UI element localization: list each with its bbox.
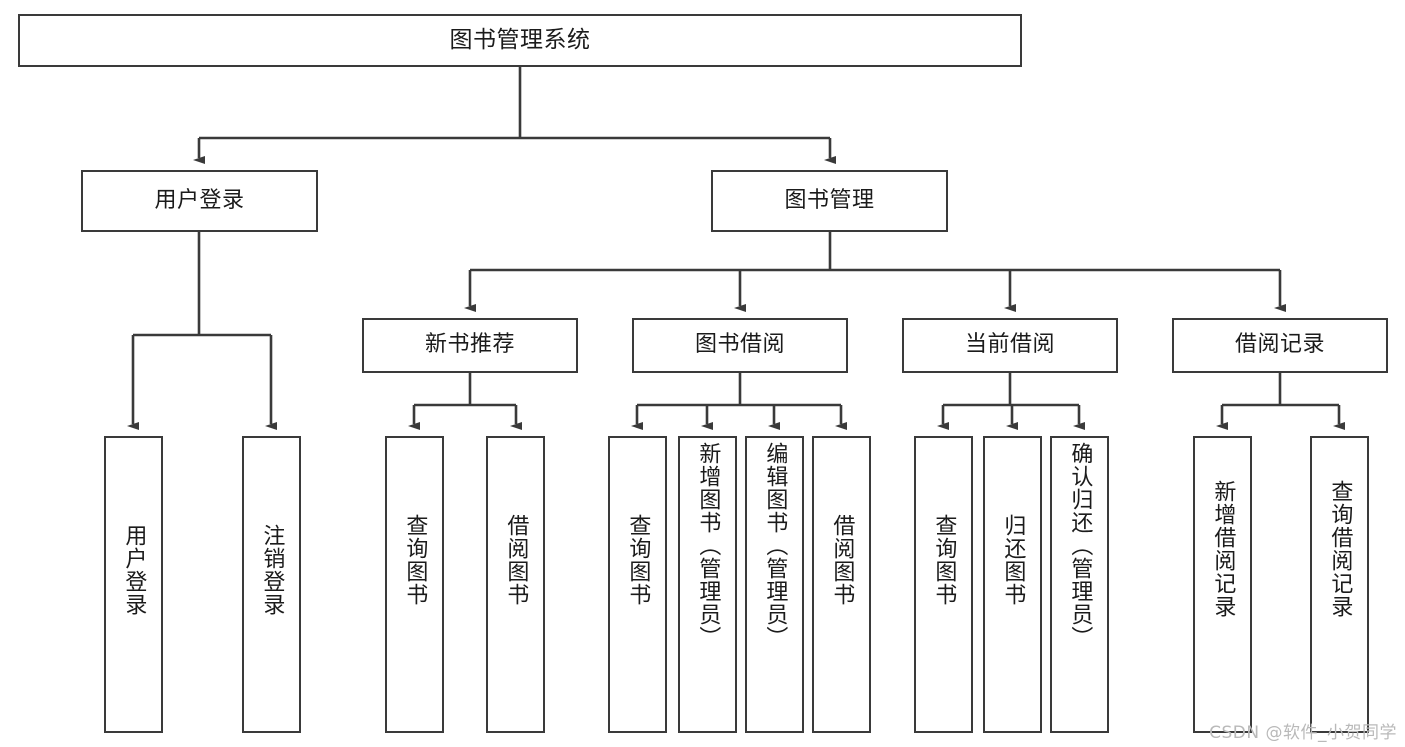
node-current-borrow-label: 当前借阅	[964, 332, 1055, 358]
node-leaf-user-login-label: 用户登录	[121, 524, 147, 616]
node-user-login[interactable]: 用户登录	[81, 170, 318, 232]
node-leaf-logout-label: 注销登录	[259, 524, 285, 616]
node-leaf-query-book-cur-label: 查询图书	[931, 514, 957, 606]
node-book-manage[interactable]: 图书管理	[711, 170, 948, 232]
node-book-borrow[interactable]: 图书借阅	[632, 318, 848, 373]
node-leaf-add-book-label: 新增图书（管理员）	[695, 442, 721, 649]
node-leaf-query-record-label: 查询借阅记录	[1327, 480, 1353, 618]
node-new-book-recommend[interactable]: 新书推荐	[362, 318, 578, 373]
node-user-login-label: 用户登录	[154, 187, 245, 213]
node-leaf-add-book[interactable]: 新增图书（管理员）	[678, 436, 737, 733]
node-book-borrow-label: 图书借阅	[694, 332, 785, 358]
node-leaf-return-book[interactable]: 归还图书	[983, 436, 1042, 733]
node-new-book-recommend-label: 新书推荐	[424, 332, 515, 358]
node-leaf-borrow-book-rec[interactable]: 借阅图书	[486, 436, 545, 733]
node-leaf-query-record[interactable]: 查询借阅记录	[1310, 436, 1369, 733]
node-leaf-add-record-label: 新增借阅记录	[1210, 480, 1236, 618]
node-root-label: 图书管理系统	[449, 26, 591, 53]
node-root[interactable]: 图书管理系统	[18, 14, 1022, 67]
watermark: CSDN @软件_小贺同学	[1209, 723, 1397, 743]
node-leaf-query-book-rec-label: 查询图书	[402, 514, 428, 606]
node-leaf-edit-book[interactable]: 编辑图书（管理员）	[745, 436, 804, 733]
node-leaf-query-book-borrow[interactable]: 查询图书	[608, 436, 667, 733]
node-leaf-query-book-rec[interactable]: 查询图书	[385, 436, 444, 733]
node-leaf-add-record[interactable]: 新增借阅记录	[1193, 436, 1252, 733]
node-borrow-record-label: 借阅记录	[1234, 332, 1325, 358]
node-leaf-borrow-book-rec-label: 借阅图书	[503, 514, 529, 606]
node-leaf-return-book-label: 归还图书	[1000, 514, 1026, 606]
node-current-borrow[interactable]: 当前借阅	[902, 318, 1118, 373]
node-leaf-confirm-return-label: 确认归还（管理员）	[1067, 442, 1093, 649]
node-leaf-query-book-borrow-label: 查询图书	[625, 514, 651, 606]
node-leaf-borrow-book-label: 借阅图书	[829, 514, 855, 606]
node-leaf-edit-book-label: 编辑图书（管理员）	[762, 442, 788, 649]
node-leaf-user-login[interactable]: 用户登录	[104, 436, 163, 733]
node-leaf-borrow-book[interactable]: 借阅图书	[812, 436, 871, 733]
node-borrow-record[interactable]: 借阅记录	[1172, 318, 1388, 373]
node-book-manage-label: 图书管理	[784, 187, 875, 213]
node-leaf-confirm-return[interactable]: 确认归还（管理员）	[1050, 436, 1109, 733]
node-leaf-logout[interactable]: 注销登录	[242, 436, 301, 733]
node-leaf-query-book-cur[interactable]: 查询图书	[914, 436, 973, 733]
